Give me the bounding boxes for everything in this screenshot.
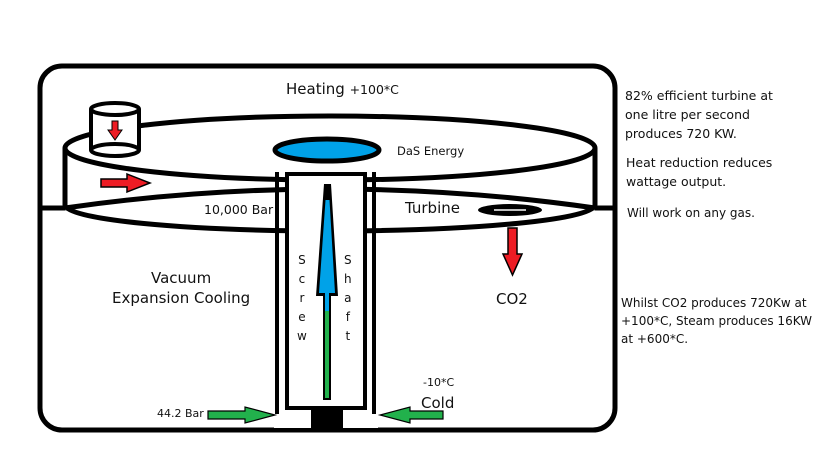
shaft-letter: h (344, 272, 352, 286)
das-energy-port (272, 136, 382, 164)
note-line: one litre per second (625, 107, 750, 122)
vacuum-line1: Vacuum (151, 269, 212, 287)
shaft-base (311, 408, 343, 430)
note-line: produces 720 KW. (625, 126, 737, 141)
turbine-label: Turbine (405, 199, 460, 217)
vacuum-label: Vacuum Expansion Cooling (112, 268, 250, 308)
das-energy-label: DaS Energy (397, 144, 465, 158)
screw-letter: c (298, 272, 306, 286)
screw-letter: r (299, 291, 305, 305)
cold-label: Cold (421, 394, 455, 412)
note-line: at +600*C. (621, 332, 689, 346)
heating-label: Heating +100*C (286, 80, 399, 98)
note-line: Whilst CO2 produces 720Kw at (621, 296, 807, 310)
inlet-cylinder (89, 101, 141, 158)
note-line: Heat reduction reduces (626, 155, 773, 170)
shaft-label: S h a f t (344, 251, 352, 346)
note-line: 82% efficient turbine at (625, 88, 773, 103)
note-comparison: Whilst CO2 produces 720Kw at +100*C, Ste… (621, 294, 812, 348)
note-gas: Will work on any gas. (627, 206, 755, 220)
screw-letter: e (298, 310, 306, 324)
arrow-right-icon (100, 172, 153, 194)
screw-letter: w (297, 329, 307, 343)
screw-letter: S (298, 253, 306, 267)
note-line: wattage output. (626, 174, 727, 189)
note-efficiency: 82% efficient turbine at one litre per s… (625, 86, 773, 143)
note-line: +100*C, Steam produces 16KW (621, 314, 813, 328)
arrow-down-icon (501, 227, 524, 277)
shaft-letter: a (344, 291, 352, 305)
pressure-low-label: 44.2 Bar (157, 407, 204, 420)
arrow-up-icon (316, 184, 338, 400)
vacuum-line2: Expansion Cooling (112, 289, 251, 307)
intake-arrow-right (377, 406, 444, 424)
screw-label: S c r e w (297, 251, 307, 346)
gas-label: CO2 (496, 290, 528, 308)
note-heat: Heat reduction reduces wattage output. (626, 153, 772, 191)
shaft-letter: S (344, 253, 352, 267)
intake-arrow-left (207, 406, 278, 424)
heating-temp: +100*C (349, 82, 399, 97)
heating-text: Heating (286, 80, 345, 98)
pressure-high-label: 10,000 Bar (204, 202, 274, 217)
cold-temp-label: -10*C (423, 376, 455, 389)
shaft-letter: t (345, 329, 351, 343)
arrow-down-icon (107, 120, 123, 141)
shaft-letter: f (345, 310, 350, 324)
